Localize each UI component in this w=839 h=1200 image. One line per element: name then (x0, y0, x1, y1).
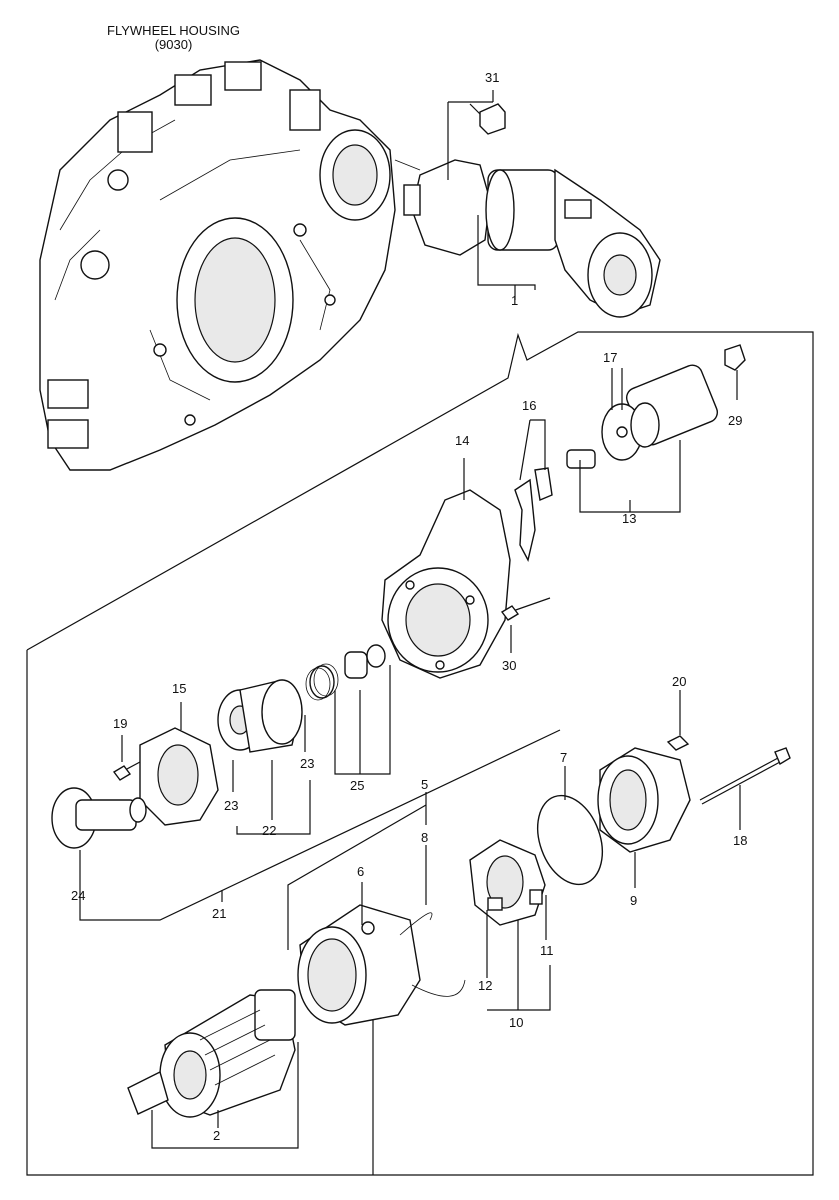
bolt-31-drawing (469, 103, 506, 135)
solenoid-assembly-drawing (566, 344, 746, 469)
callout-6: 6 (357, 864, 364, 879)
callout-29: 29 (728, 413, 742, 428)
o-ring-drawing (537, 794, 603, 886)
subtitle-text: (9030) (154, 37, 193, 52)
leader-lines (79, 90, 741, 1175)
callout-10: 10 (509, 1015, 523, 1030)
armature-drawing (127, 989, 296, 1118)
brush-holder-drawing (469, 839, 546, 926)
bolt-19-drawing (112, 761, 141, 781)
pinion-gear-drawing (51, 787, 147, 849)
callout-9: 9 (630, 893, 637, 908)
callout-5: 5 (421, 777, 428, 792)
callout-1: 1 (511, 293, 518, 308)
gear-plate-drawing (139, 727, 219, 826)
flywheel-housing-drawing (39, 59, 396, 471)
callout-23-right: 23 (300, 756, 314, 771)
overrunning-clutch-drawing (217, 679, 303, 753)
callout-14: 14 (455, 433, 469, 448)
title-text: FLYWHEEL HOUSING (107, 23, 240, 38)
rear-cover-drawing (597, 747, 691, 853)
through-bolt-drawing (699, 747, 791, 805)
shift-lever-drawing (514, 467, 553, 562)
callout-24: 24 (71, 888, 85, 903)
callout-21: 21 (212, 906, 226, 921)
callout-8: 8 (421, 830, 428, 845)
yoke-field-frame-drawing (297, 904, 466, 1026)
callout-31: 31 (485, 70, 499, 85)
callout-25: 25 (350, 778, 364, 793)
spring-and-rings-drawing (305, 644, 386, 701)
callout-13: 13 (622, 511, 636, 526)
bolt-30-drawing (500, 597, 551, 621)
callout-7: 7 (560, 750, 567, 765)
callout-20: 20 (672, 674, 686, 689)
lever-housing-drawing (381, 489, 511, 679)
diagram-title: FLYWHEEL HOUSING (9030) (96, 24, 251, 52)
callout-11: 11 (540, 943, 554, 958)
callout-16: 16 (522, 398, 536, 413)
assembly-boundary-line (26, 331, 814, 1176)
callout-15: 15 (172, 681, 186, 696)
callout-17: 17 (603, 350, 617, 365)
callout-18: 18 (733, 833, 747, 848)
callout-labels: 31 1 17 29 16 14 13 30 15 20 19 7 23 5 2… (71, 70, 747, 1143)
callout-30: 30 (502, 658, 516, 673)
callout-2: 2 (213, 1128, 220, 1143)
bolt-20-drawing (666, 735, 690, 751)
callout-19: 19 (113, 716, 127, 731)
starter-assembly-drawing (394, 159, 661, 318)
callout-12: 12 (478, 978, 492, 993)
callout-22: 22 (262, 823, 276, 838)
callout-23-left: 23 (224, 798, 238, 813)
